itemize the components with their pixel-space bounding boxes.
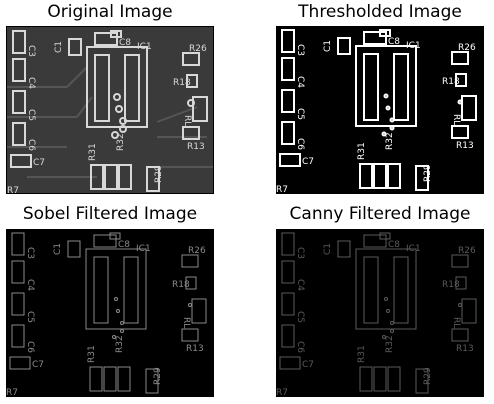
label-r32: R32	[116, 133, 126, 151]
label-r18: R18	[173, 78, 191, 88]
label-r7: R7	[276, 388, 288, 397]
label-r13: R13	[456, 344, 474, 354]
label-c8: C8	[119, 38, 131, 48]
title-sobel: Sobel Filtered Image	[22, 204, 198, 224]
title-canny: Canny Filtered Image	[289, 204, 471, 224]
label-rl: RL	[451, 317, 461, 328]
label-c6: C6	[26, 139, 36, 151]
label-rl: RL	[181, 317, 191, 328]
label-r13: R13	[187, 142, 205, 152]
label-r26: R26	[458, 246, 476, 256]
label-c4: C4	[26, 77, 36, 89]
label-c8: C8	[388, 37, 400, 47]
label-rl: RL	[451, 114, 461, 125]
label-ic1: IC1	[137, 42, 152, 52]
label-c1: C1	[53, 243, 63, 255]
title-original: Original Image	[47, 2, 173, 22]
label-r31: R31	[357, 345, 367, 363]
label-ic1: IC1	[406, 41, 421, 51]
label-c1: C1	[323, 243, 333, 255]
label-r13: R13	[456, 141, 474, 151]
label-r26: R26	[458, 43, 476, 53]
label-c5: C5	[295, 311, 305, 323]
label-r31: R31	[357, 142, 367, 160]
label-r31: R31	[87, 345, 97, 363]
label-c4: C4	[295, 76, 305, 88]
label-r29: R29	[423, 367, 433, 385]
label-r7: R7	[7, 186, 19, 194]
label-r29: R29	[423, 164, 433, 182]
label-r31: R31	[88, 143, 98, 161]
label-ic1: IC1	[136, 244, 151, 254]
title-thresholded: Thresholded Image	[298, 2, 462, 22]
label-c5: C5	[26, 109, 36, 121]
label-rl: RL	[182, 115, 192, 126]
label-r7: R7	[276, 185, 288, 194]
label-c3: C3	[295, 44, 305, 56]
label-c6: C6	[295, 341, 305, 353]
label-c6: C6	[25, 341, 35, 353]
label-c1: C1	[323, 40, 333, 52]
label-c8: C8	[388, 240, 400, 250]
label-r32: R32	[385, 335, 395, 353]
label-c3: C3	[25, 247, 35, 259]
label-c7: C7	[302, 360, 314, 370]
label-c4: C4	[295, 279, 305, 291]
label-r26: R26	[188, 246, 206, 256]
label-c7: C7	[302, 157, 314, 167]
label-c5: C5	[25, 311, 35, 323]
label-r18: R18	[442, 280, 460, 290]
label-r13: R13	[186, 344, 204, 354]
label-c6: C6	[295, 138, 305, 150]
label-r18: R18	[172, 280, 190, 290]
label-r32: R32	[115, 335, 125, 353]
label-c7: C7	[32, 360, 44, 370]
label-r29: R29	[153, 367, 163, 385]
label-c3: C3	[295, 247, 305, 259]
label-c5: C5	[295, 108, 305, 120]
label-c7: C7	[33, 158, 45, 168]
label-r26: R26	[189, 44, 207, 54]
label-c8: C8	[118, 240, 130, 250]
label-ic1: IC1	[406, 244, 421, 254]
label-c3: C3	[26, 45, 36, 57]
label-r7: R7	[6, 388, 18, 397]
label-r29: R29	[154, 165, 164, 183]
label-r18: R18	[442, 77, 460, 87]
label-c4: C4	[25, 279, 35, 291]
label-r32: R32	[385, 132, 395, 150]
label-c1: C1	[54, 41, 64, 53]
